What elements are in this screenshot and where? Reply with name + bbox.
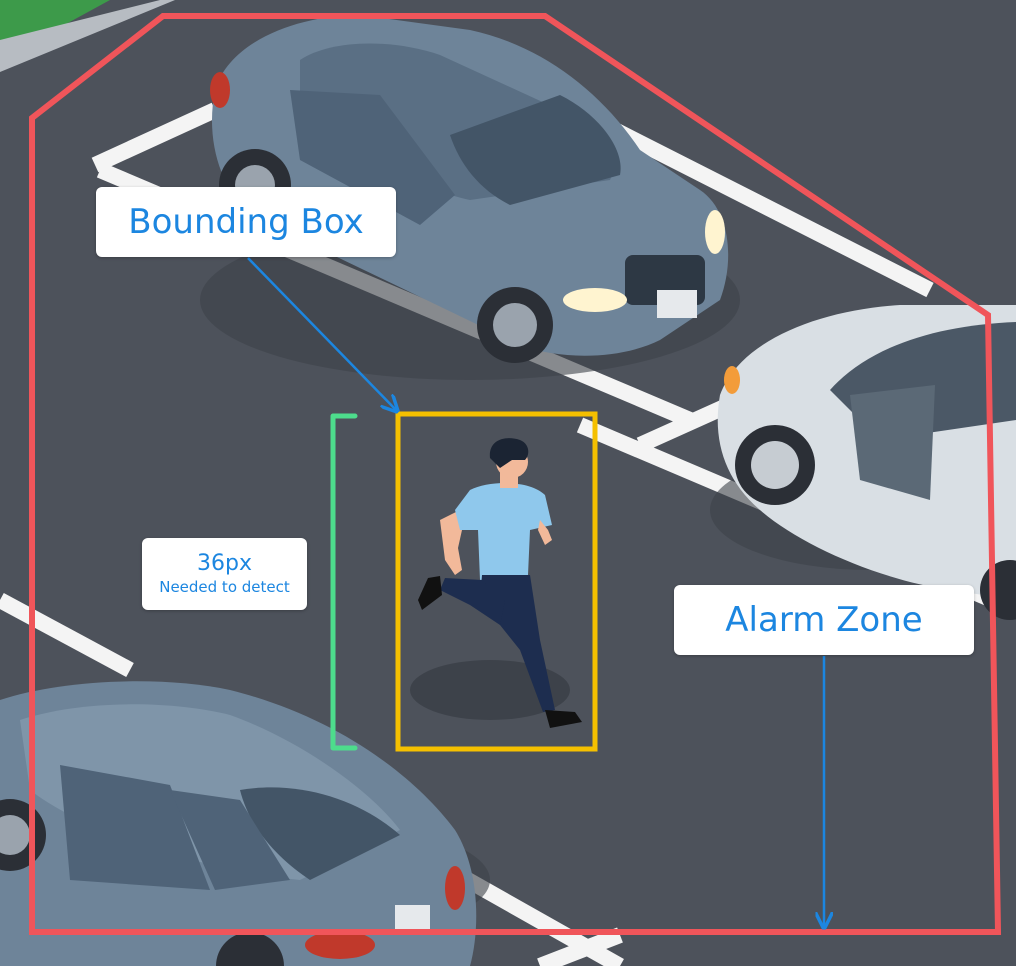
min-size-value: 36px <box>197 551 252 576</box>
size-bracket <box>330 413 358 751</box>
alarm-zone-label: Alarm Zone <box>674 585 974 655</box>
alarm-zone-outline <box>29 13 1002 935</box>
person-bounding-box <box>395 411 598 752</box>
car-blue-bottom <box>0 681 490 966</box>
car-white-right <box>710 305 1016 620</box>
bounding-box-label: Bounding Box <box>96 187 396 257</box>
min-size-label: 36px Needed to detect <box>142 538 307 610</box>
running-person <box>410 438 582 728</box>
car-blue-top <box>200 15 740 380</box>
curb-top-left <box>0 0 175 72</box>
min-size-caption: Needed to detect <box>159 578 290 596</box>
bounding-box-arrow <box>247 257 396 410</box>
